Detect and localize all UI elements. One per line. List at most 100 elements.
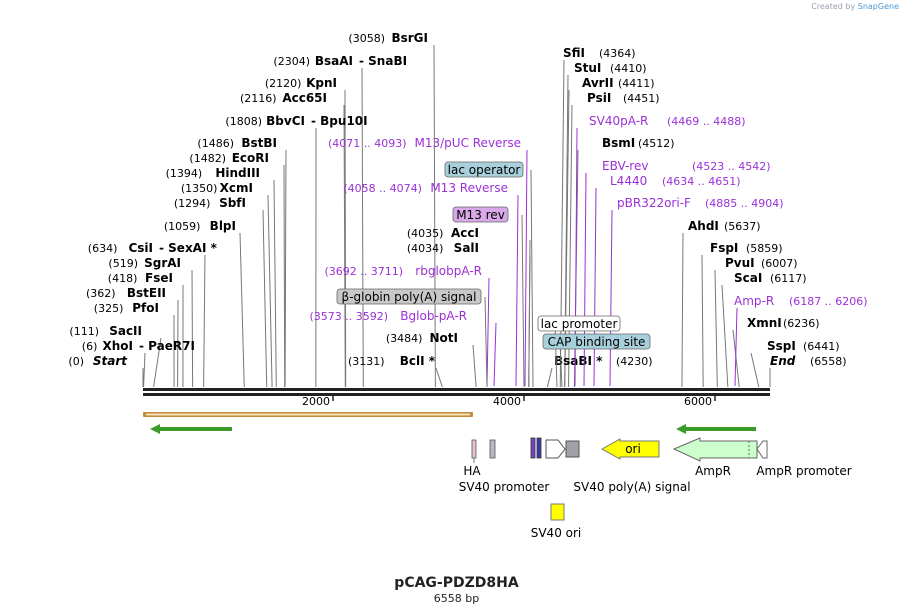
enzyme-name: AccI <box>451 226 479 240</box>
enzyme-position: (4034) <box>407 242 444 255</box>
feature-box <box>444 161 524 178</box>
enzyme-name: HindIII <box>215 166 260 180</box>
enzyme-connector <box>153 337 162 388</box>
primer-name: Bglob-pA-R <box>400 309 467 323</box>
enzyme-connector <box>681 232 684 388</box>
enzyme-site: (0) Start <box>68 354 144 387</box>
enzyme-site: (1486) BstBI <box>197 136 287 388</box>
enzyme-name: End <box>770 354 796 368</box>
feature-box <box>452 206 509 223</box>
primer-connector <box>486 277 490 387</box>
feature-label: HA <box>463 464 481 478</box>
enzyme-position: (6441) <box>803 340 840 353</box>
enzyme-site: (4230)BsaBI * <box>546 354 653 388</box>
enzyme-site: (111)SacII <box>69 324 162 388</box>
feature-label: AmpR <box>695 464 731 478</box>
boxed-feature: lac promoter <box>537 315 621 388</box>
primer-range: (4071 .. 4093) <box>328 137 407 150</box>
enzyme-position: (1486) <box>197 137 234 150</box>
enzyme-name: AhdI <box>688 219 719 233</box>
enzyme-connector <box>239 232 245 388</box>
enzyme-site: (6117)ScaI <box>721 271 807 388</box>
primer-range: (4058 .. 4074) <box>343 182 422 195</box>
primer-connector <box>609 209 613 387</box>
feature-label: ori <box>625 442 641 456</box>
sv40-ori-glyph <box>550 503 565 521</box>
enzyme-site: (6558)End <box>769 354 847 387</box>
enzyme-site: (362)BstEII <box>86 286 179 388</box>
enzyme-position: (634) <box>88 242 118 255</box>
snapgene-credit: Created by SnapGene <box>811 2 899 11</box>
enzyme-name: NotI <box>430 331 459 345</box>
enzyme-site: (1294) SbfI <box>174 196 268 388</box>
enzyme-site: (634)CsiI- SexAI * <box>88 241 218 388</box>
enzyme-name: SbfI <box>219 196 246 210</box>
enzyme-name: PsiI <box>587 91 611 105</box>
boxed-feature: lac operator <box>444 161 534 388</box>
enzyme-position: (1294) <box>174 197 211 210</box>
enzyme-position: (5637) <box>724 220 761 233</box>
primer-name: L4440 <box>610 174 647 188</box>
enzyme-name: BclI * <box>400 354 436 368</box>
sv40-polya-glyph <box>565 440 580 458</box>
enzyme-position: (1808) <box>225 115 262 128</box>
enzyme-name: SalI <box>454 241 479 255</box>
lac-glyph <box>530 437 536 459</box>
enzyme-name: BstBI <box>241 136 277 150</box>
plasmid-length: 6558 bp <box>433 592 480 605</box>
ampr-arrow <box>672 437 758 462</box>
enzyme-site: (4364)SfiI <box>559 46 636 388</box>
enzyme-name: ScaI <box>734 271 762 285</box>
enzyme-position: (3058) <box>348 32 385 45</box>
primer-name: M13 Reverse <box>430 181 508 195</box>
enzyme-name: Acc65I <box>282 91 327 105</box>
enzyme-pair-name: - PaeR7I <box>139 339 195 353</box>
enzyme-connector <box>203 254 206 388</box>
enzyme-position: (6) <box>82 340 98 353</box>
enzyme-name: XmnI <box>747 316 782 330</box>
snapgene-logo: SnapGene <box>857 2 899 11</box>
enzyme-name: FspI <box>710 241 738 255</box>
enzyme-name: KpnI <box>306 76 337 90</box>
enzyme-site: (1394)HindIII <box>166 166 277 388</box>
enzyme-position: (0) <box>68 355 84 368</box>
ha-tag-glyph <box>471 439 477 459</box>
enzyme-name: BsaBI * <box>554 354 603 368</box>
enzyme-site: (5637) AhdI <box>681 219 761 388</box>
enzyme-connector <box>701 254 704 388</box>
feature-box <box>336 288 482 305</box>
primer-name: Amp-R <box>734 294 774 308</box>
enzyme-name: EcoRI <box>232 151 269 165</box>
enzyme-name: BsmI <box>602 136 635 150</box>
enzyme-site: (2304)BsaAI- SnaBI <box>273 54 407 388</box>
enzyme-pair-name: - SnaBI <box>359 54 407 68</box>
enzyme-connector <box>721 284 729 388</box>
feature-connector <box>530 169 534 388</box>
enzyme-connector <box>559 59 565 388</box>
enzyme-position: (2304) <box>273 55 310 68</box>
enzyme-position: (4411) <box>618 77 655 90</box>
enzyme-position: (5859) <box>746 242 783 255</box>
enzyme-name: AvrII <box>582 76 614 90</box>
primer-site: (4058 .. 4074) M13 Reverse <box>343 181 519 387</box>
enzyme-name: BbvCI <box>266 114 305 128</box>
primer-connector <box>734 307 738 387</box>
enzyme-connector <box>262 209 268 388</box>
feature-box-label: β-globin poly(A) signal <box>342 290 477 304</box>
sv40-promoter-arrow <box>545 439 566 459</box>
feature-label: SV40 ori <box>531 526 582 540</box>
enzyme-connector <box>273 179 277 388</box>
feature-label: AmpR promoter <box>756 464 851 478</box>
enzyme-name: Start <box>93 354 128 368</box>
tick-label: 2000 <box>302 395 330 408</box>
primer-range: (4885 .. 4904) <box>705 197 784 210</box>
enzyme-site: (3484)NotI <box>386 331 477 388</box>
primer-name: SV40pA-R <box>589 114 648 128</box>
enzyme-connector <box>284 149 287 388</box>
enzyme-position: (418) <box>108 272 138 285</box>
primer-site: (3692 .. 3711)rbglobpA-R <box>324 264 490 387</box>
enzyme-position: (325) <box>94 302 124 315</box>
primer-connector <box>515 194 519 387</box>
enzyme-connector <box>191 269 194 388</box>
enzyme-connector <box>435 367 443 388</box>
